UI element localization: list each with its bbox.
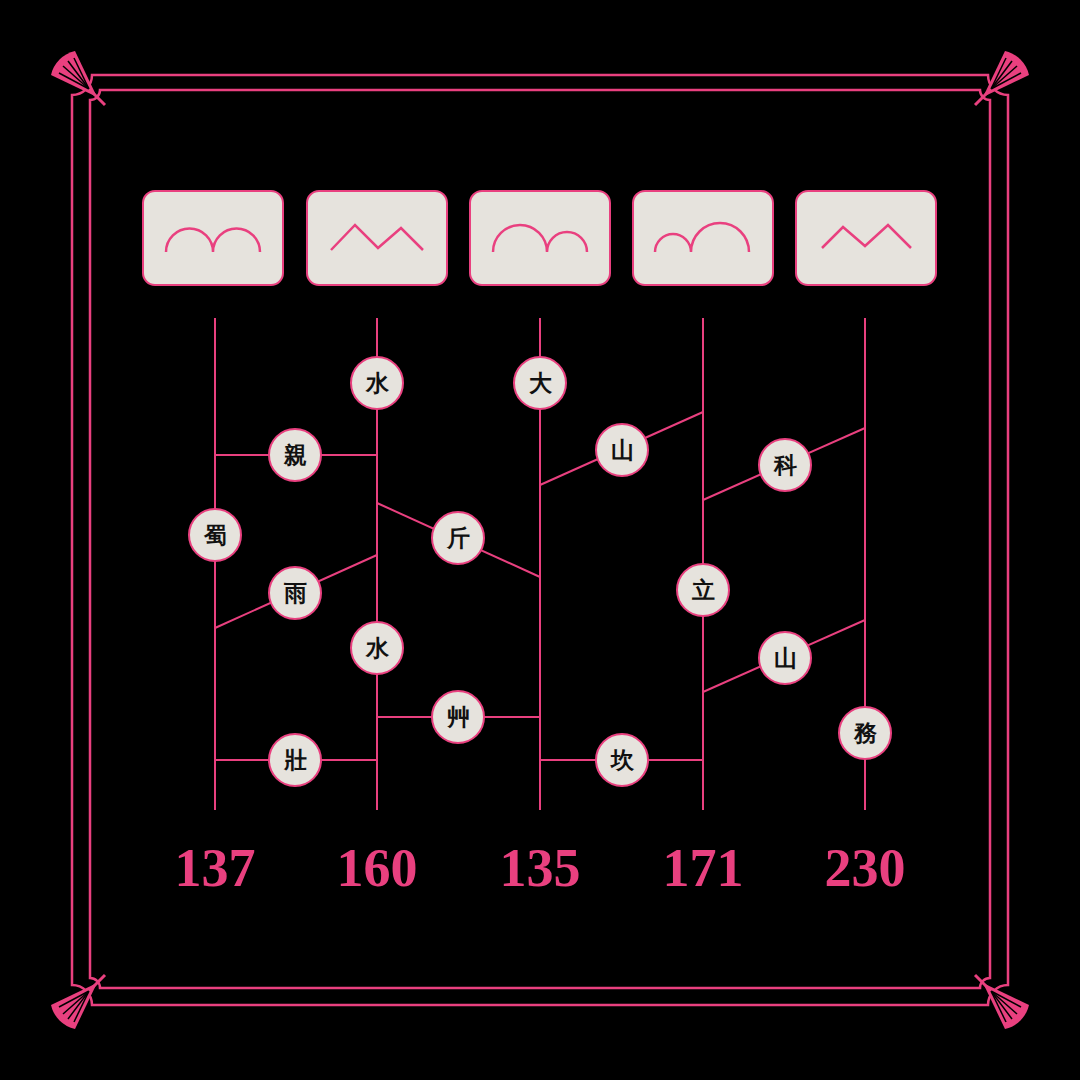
kanji-text: 艸 — [447, 706, 470, 729]
kanji-text: 大 — [529, 372, 552, 395]
ladder-rung — [540, 412, 703, 485]
leaf-vein — [68, 991, 89, 1019]
icons — [166, 223, 911, 252]
column-number: 230 — [825, 841, 906, 895]
arch-icon — [166, 229, 260, 253]
leaf-stem — [975, 975, 991, 991]
ginkgo-leaf — [51, 51, 105, 105]
kanji-text: 水 — [366, 637, 389, 660]
kanji-circle: 蜀 — [188, 508, 242, 562]
column-number: 160 — [337, 841, 418, 895]
kanji-text: 斤 — [447, 527, 470, 550]
zigzag-icon — [822, 225, 911, 248]
ginkgo-leaf — [51, 975, 105, 1029]
kanji-text: 山 — [774, 647, 797, 670]
column-number: 137 — [175, 841, 256, 895]
ladder-rung — [703, 620, 865, 692]
kanji-circle: 水 — [350, 621, 404, 675]
kanji-circle: 務 — [838, 706, 892, 760]
kanji-circle: 科 — [758, 438, 812, 492]
icon-box — [307, 191, 447, 285]
kanji-circle: 雨 — [268, 566, 322, 620]
kanji-text: 科 — [774, 454, 797, 477]
kanji-circle: 水 — [350, 356, 404, 410]
ladder-rung — [215, 555, 377, 628]
kanji-text: 坎 — [611, 749, 634, 772]
ginkgo-leaf — [975, 975, 1029, 1029]
kanji-text: 山 — [611, 439, 634, 462]
zigzag-icon — [331, 225, 423, 250]
kanji-text: 雨 — [284, 582, 307, 605]
frame — [72, 75, 1008, 1005]
kanji-circle: 坎 — [595, 733, 649, 787]
icon-box — [633, 191, 773, 285]
kanji-circle: 艸 — [431, 690, 485, 744]
kanji-circle: 親 — [268, 428, 322, 482]
kanji-circle: 大 — [513, 356, 567, 410]
ginkgo-leaf — [975, 51, 1029, 105]
kanji-circle: 壯 — [268, 733, 322, 787]
top-boxes — [143, 191, 936, 285]
leaf-vein — [68, 61, 89, 89]
kanji-text: 務 — [854, 722, 877, 745]
ladder-lines — [215, 318, 865, 810]
arch-icon — [493, 225, 587, 252]
leaf-vein — [74, 991, 89, 1022]
kanji-circle: 山 — [758, 631, 812, 685]
kanji-circle: 立 — [676, 563, 730, 617]
leaf-vein — [74, 58, 89, 89]
inner-frame — [90, 90, 990, 988]
leaf-vein — [991, 58, 1006, 89]
leaf-vein — [991, 991, 1006, 1022]
icon-box — [143, 191, 283, 285]
leaf-vein — [63, 991, 89, 1014]
kanji-circle: 斤 — [431, 511, 485, 565]
column-number: 135 — [500, 841, 581, 895]
ginkgo-ornaments — [51, 51, 1029, 1029]
leaf-stem — [975, 89, 991, 105]
leaf-vein — [991, 66, 1017, 89]
kanji-text: 立 — [692, 579, 715, 602]
kanji-text: 壯 — [284, 749, 307, 772]
leaf-vein — [991, 991, 1017, 1014]
leaf-vein — [991, 61, 1012, 89]
kanji-text: 蜀 — [204, 524, 227, 547]
ladder-rail — [214, 318, 216, 810]
outer-frame — [72, 75, 1008, 1005]
kanji-circle: 山 — [595, 423, 649, 477]
icon-box — [796, 191, 936, 285]
icon-box — [470, 191, 610, 285]
leaf-vein — [63, 66, 89, 89]
leaf-vein — [991, 991, 1012, 1019]
ladder-rung — [377, 503, 540, 577]
leaf-stem — [89, 89, 105, 105]
ladder-rung — [703, 428, 865, 500]
leaf-stem — [89, 975, 105, 991]
column-number: 171 — [663, 841, 744, 895]
kanji-text: 水 — [366, 372, 389, 395]
arch-icon — [655, 223, 749, 252]
kanji-text: 親 — [284, 444, 307, 467]
